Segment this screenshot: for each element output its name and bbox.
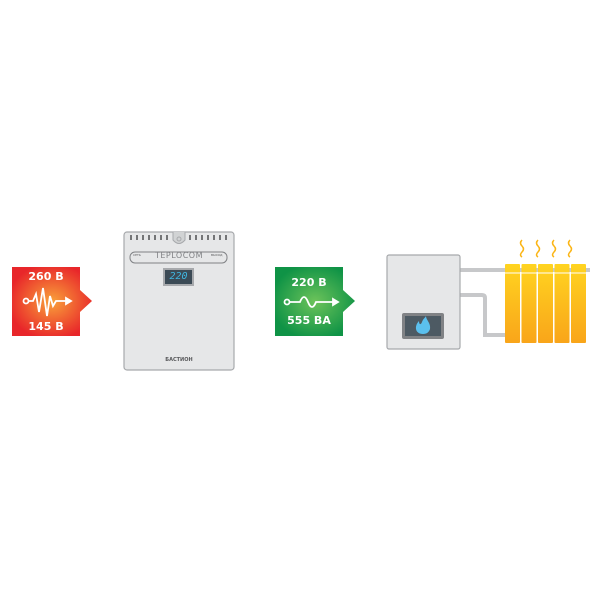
radiator — [505, 239, 586, 343]
output-power: 555 ВА — [287, 314, 331, 327]
input-voltage-badge — [12, 267, 92, 336]
stabilizer-brand: TEPLOCOM — [154, 251, 204, 260]
stabilizer-input-label: СЕТЬ — [133, 253, 141, 257]
output-voltage: 220 В — [291, 276, 327, 289]
flame-icon — [415, 316, 431, 334]
output-voltage-badge — [275, 267, 355, 336]
stabilizer-output-label: ВЫХОД — [211, 253, 223, 257]
boiler — [386, 254, 461, 350]
input-min-voltage: 145 В — [28, 320, 64, 333]
input-max-voltage: 260 В — [28, 270, 64, 283]
stabilizer-logo: БАСТИОН — [165, 357, 193, 363]
vent-slots — [130, 235, 227, 240]
stabilizer-display: 220 — [169, 271, 188, 282]
heat-waves-icon — [519, 239, 573, 258]
voltage-stabilizer — [123, 231, 235, 371]
unstable-wave-icon — [22, 287, 73, 317]
stable-wave-icon — [283, 296, 340, 308]
